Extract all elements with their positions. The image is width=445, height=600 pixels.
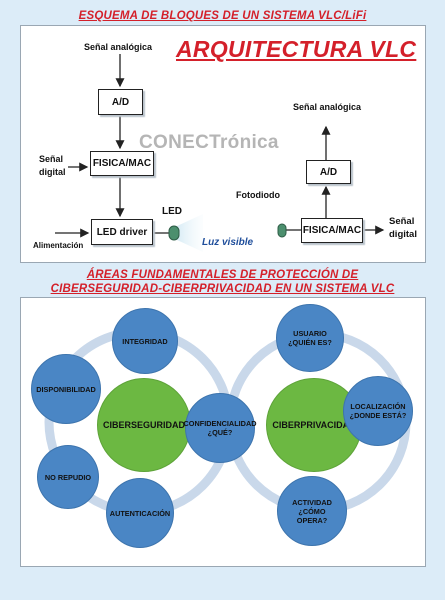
tx-fisica-mac-block: FISICA/MAC xyxy=(90,151,154,176)
rx-ad-block: A/D xyxy=(306,160,351,184)
rx-digital-label-2: digital xyxy=(389,229,417,240)
rx-output-label: Señal analógica xyxy=(293,102,362,112)
photodiode-label: Fotodiodo xyxy=(236,190,280,200)
watermark-text: CONECTrónica xyxy=(139,132,279,153)
power-label: Alimentación xyxy=(33,241,84,250)
architecture-title: ARQUITECTURA VLC xyxy=(176,36,417,62)
rx-digital-label-1: Señal xyxy=(389,216,415,227)
light-beam xyxy=(177,214,203,252)
node-usuario: USUARIO ¿QUIÉN ES? xyxy=(276,304,344,372)
visible-light-label: Luz visible xyxy=(202,237,254,248)
tx-digital-label-2: digital xyxy=(39,167,66,177)
tx-ad-block: A/D xyxy=(98,89,143,115)
top-heading: ESQUEMA DE BLOQUES DE UN SISTEMA VLC/LiF… xyxy=(78,10,367,22)
ciberseguridad-center: CIBERSEGURIDAD xyxy=(97,378,191,472)
bottom-heading: ÁREAS FUNDAMENTALES DE PROTECCIÓN DE CIB… xyxy=(0,268,445,296)
bottom-heading-line-1: ÁREAS FUNDAMENTALES DE PROTECCIÓN DE xyxy=(86,269,359,281)
led-driver-block: LED driver xyxy=(91,219,153,245)
node-integridad: INTEGRIDAD xyxy=(112,308,178,374)
rx-fisica-mac-block: FISICA/MAC xyxy=(301,218,363,243)
protection-areas-panel: CIBERSEGURIDAD CIBERPRIVACIDAD INTEGRIDA… xyxy=(20,297,426,567)
bottom-heading-line-2: CIBERSEGURIDAD-CIBERPRIVACIDAD EN UN SIS… xyxy=(50,283,395,295)
vlc-architecture-panel: ARQUITECTURA VLC CONECTrónica Señal anal… xyxy=(20,25,426,263)
led-icon xyxy=(168,225,180,241)
node-actividad: ACTIVIDAD ¿CÓMO OPERA? xyxy=(277,476,347,546)
photodiode-icon xyxy=(277,223,287,238)
node-autenticacion: AUTENTICACIÓN xyxy=(106,478,174,548)
tx-input-label: Señal analógica xyxy=(84,42,153,52)
node-localizacion: LOCALIZACIÓN ¿DONDE ESTÁ? xyxy=(343,376,413,446)
led-label: LED xyxy=(162,206,182,217)
node-disponibilidad: DISPONIBILIDAD xyxy=(31,354,101,424)
connector-lines xyxy=(55,54,385,252)
node-confidencialidad: CONFIDENCIALIDAD ¿QUÉ? xyxy=(184,393,256,463)
tx-digital-label-1: Señal xyxy=(39,154,64,164)
node-no-repudio: NO REPUDIO xyxy=(37,445,99,509)
